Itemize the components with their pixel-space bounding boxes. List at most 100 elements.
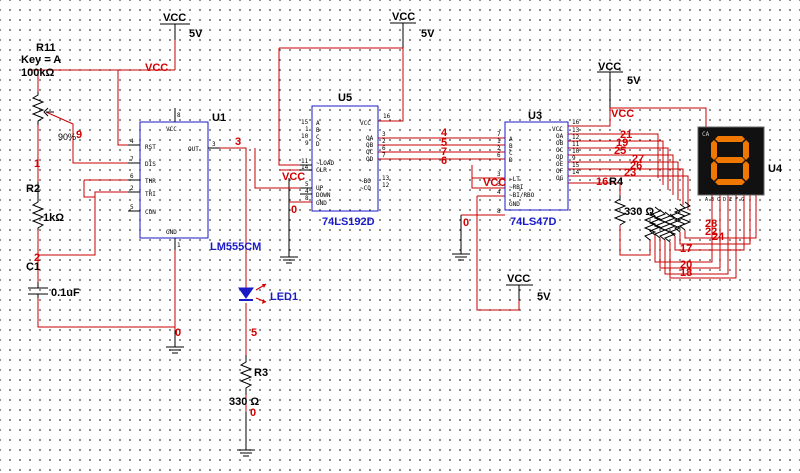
- u5-pinnum: 10: [301, 133, 309, 140]
- r11-percent: 90%: [58, 132, 76, 142]
- u1-pin-out: OUT: [188, 146, 199, 153]
- u1-pin-gnd: GND: [166, 229, 177, 236]
- net-seg-e: 23: [624, 167, 636, 179]
- resistor-r4[interactable]: R4 330 Ω: [609, 176, 654, 226]
- u5-pin-down: DOWN: [316, 192, 331, 199]
- vcc-symbol-lt[interactable]: VCC 5V: [506, 273, 551, 303]
- net-0: 0: [250, 407, 256, 419]
- ground-symbol-u3: [452, 215, 470, 261]
- c1-value: 0.1uF: [51, 287, 80, 299]
- net-18: 18: [680, 267, 692, 279]
- u3-pinnum: 11: [572, 141, 580, 148]
- ic-u1-lm555[interactable]: VCC RST DIS THR TRI CON OUT GND 8 4 7 6 …: [128, 108, 261, 253]
- r11-value: 100kΩ: [21, 67, 54, 79]
- u1-pinnum: 7: [130, 156, 134, 163]
- potentiometer-r11[interactable]: R11 Key = A 100kΩ 90%: [21, 42, 76, 142]
- u5-pinnum: 3: [382, 131, 386, 138]
- u3-pinnum: 7: [497, 131, 501, 138]
- u1-pin-rst: RST: [145, 144, 156, 151]
- u5-pinnum: 16: [383, 113, 391, 120]
- u1-pin-thr: THR: [145, 178, 156, 185]
- u3-pin-c: C: [509, 150, 513, 157]
- segment-g: [715, 157, 745, 163]
- net-17: 17: [680, 243, 692, 255]
- net-seg-f: 26: [630, 160, 642, 172]
- u3-pinnum: 10: [572, 148, 580, 155]
- r11-ref: R11: [36, 42, 56, 54]
- ic-u5-74ls192[interactable]: A B C D ~LOAD CLR UP DOWN GND VCC QA QB …: [300, 92, 391, 228]
- vcc-label: VCC: [392, 11, 415, 23]
- segment-glyph: [711, 136, 749, 185]
- r3-ref: R3: [254, 367, 268, 379]
- resistor-r3[interactable]: R3 330 Ω: [229, 355, 268, 408]
- u1-pinnum: 3: [212, 141, 216, 148]
- u5-pinnum: 12: [382, 182, 390, 189]
- u5-pinnum: 1: [305, 126, 309, 133]
- net-22: 22: [705, 226, 717, 238]
- u5-pin-d: D: [316, 141, 320, 148]
- u3-pinnum: 4: [497, 189, 501, 196]
- u5-pinnum: 14: [301, 164, 309, 171]
- u5-pinnum: 6: [382, 145, 386, 152]
- net-0: 0: [291, 204, 297, 216]
- u5-pin-qa: QA: [366, 135, 374, 142]
- u3-pinnum: 3: [497, 171, 501, 178]
- net-seg-a: 21: [620, 129, 632, 141]
- 5v-label: 5V: [421, 28, 435, 40]
- 5v-label: 5V: [537, 291, 551, 303]
- u1-pinnum: 8: [177, 112, 181, 119]
- c1-ref: C1: [26, 261, 40, 273]
- u5-ref: U5: [338, 92, 352, 104]
- u3-pinnum: 2: [497, 145, 501, 152]
- vcc-symbol-u5[interactable]: VCC 5V: [390, 11, 435, 48]
- u1-part: LM555CM: [210, 241, 261, 253]
- net-vcc: VCC: [483, 177, 506, 189]
- ground-symbol-r3: [237, 412, 255, 457]
- u5-pin-gnd: GND: [316, 200, 327, 207]
- u3-pin-oc: OC: [556, 147, 564, 154]
- vcc-symbol-u3[interactable]: VCC 5V: [597, 61, 641, 108]
- u5-pin-a: A: [316, 120, 320, 127]
- u5-pin-b: B: [316, 127, 320, 134]
- u1-pin-con: CON: [145, 209, 156, 216]
- vcc-symbol-u1[interactable]: VCC 5V: [160, 12, 203, 40]
- u5-pin-co: ~CO: [360, 185, 371, 192]
- u1-pin-vcc: VCC: [166, 126, 177, 133]
- net-28: 28: [705, 218, 717, 230]
- resistor-network[interactable]: [643, 201, 692, 243]
- resistor-r2[interactable]: R2 1kΩ: [26, 182, 64, 230]
- net-vcc: VCC: [145, 62, 168, 74]
- led-led1[interactable]: LED1: [238, 283, 298, 304]
- net-7: 7: [441, 146, 447, 158]
- net-9: 9: [76, 129, 82, 141]
- net-seg-b: 19: [616, 137, 628, 149]
- u5-pinnum: 4: [305, 188, 309, 195]
- u3-pin-oe: OE: [556, 161, 564, 168]
- u3-pinnum: 12: [572, 134, 580, 141]
- u5-pin-qd: QD: [366, 156, 374, 163]
- u5-pin-qb: QB: [366, 142, 374, 149]
- u5-pin-load: ~LOAD: [316, 160, 334, 167]
- u1-pinnum: 6: [130, 173, 134, 180]
- net-5: 5: [251, 327, 257, 339]
- seven-segment-display-u4[interactable]: CA A B C D E F G U4: [697, 126, 783, 203]
- u3-pin-rbi: ~RBI: [509, 184, 524, 191]
- r4-ref: R4: [609, 176, 624, 188]
- u3-pinnum: 5: [497, 181, 501, 188]
- u3-pin-vcc: VCC: [552, 126, 563, 133]
- u3-pin-of: OF: [556, 168, 564, 175]
- u1-pin-dis: DIS: [145, 161, 156, 168]
- u3-pinnum: 6: [497, 152, 501, 159]
- net-0: 0: [463, 217, 469, 229]
- u1-pinnum: 4: [130, 138, 134, 145]
- u3-pinnum: 1: [497, 138, 501, 145]
- capacitor-c1[interactable]: C1 0.1uF: [26, 261, 80, 299]
- segment-e: [711, 161, 717, 181]
- ground-symbol-u5: [280, 178, 298, 264]
- ic-u3-74ls47[interactable]: A B C D ~LT ~RBI ~BI/RBO GND VCC OA OB O…: [497, 110, 580, 228]
- u5-pin-bo: ~BO: [360, 178, 371, 185]
- u5-pinnum: 13: [382, 175, 390, 182]
- net-1: 1: [34, 158, 40, 170]
- u5-pinnum: 15: [301, 119, 309, 126]
